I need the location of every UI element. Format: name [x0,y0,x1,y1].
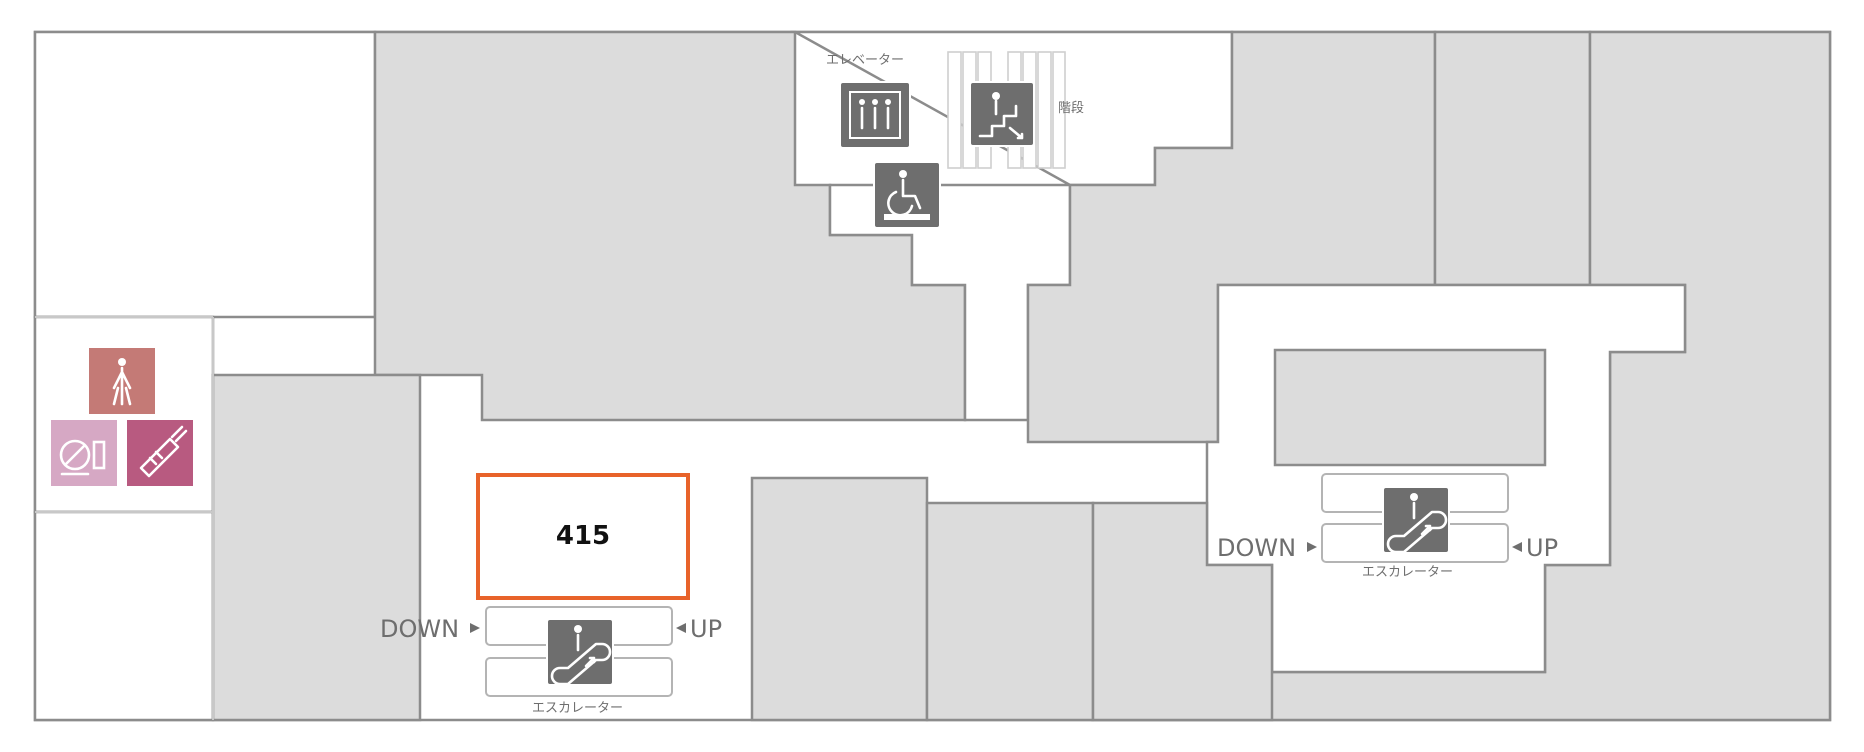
powder-room-icon[interactable] [51,420,117,486]
stairs-label: 階段 [1058,101,1084,116]
escalator-right-label: エスカレーター [1362,565,1453,580]
shop-415-highlight[interactable] [476,473,690,600]
restroom-icon[interactable] [89,348,155,414]
elevator-label: エレベーター [826,53,904,68]
shop-bottom-1[interactable] [750,476,929,722]
restroom-area-dividers [35,316,214,720]
baby-bottle-icon[interactable] [127,420,193,486]
escalator-right-up-label: UP [1526,534,1558,562]
shop-bottom-3[interactable] [1091,501,1274,722]
escalator-icon-right[interactable] [1382,486,1450,554]
shop-right-inner[interactable] [1273,348,1547,467]
shop-415-number: 415 [556,521,610,551]
escalator-icon[interactable] [546,618,614,686]
escalator-left-up-label: UP [690,615,722,643]
escalator-left-up-arrow [676,623,686,633]
escalator-right-up-arrow [1512,542,1522,552]
accessible-restroom-icon[interactable] [873,161,941,229]
escalator-left-down-label: DOWN [380,615,459,643]
escalator-left-label: エスカレーター [532,701,623,716]
stairs-icon[interactable] [969,81,1035,147]
area-top-left [33,30,377,319]
escalator-left-down-arrow [470,623,480,633]
escalator-right-down-arrow [1307,542,1317,552]
escalator-right-down-label: DOWN [1217,534,1296,562]
shop-top-right-2[interactable] [1433,30,1592,287]
shop-bottom-2[interactable] [925,501,1095,722]
area-left-bottom [33,510,215,722]
elevator-icon[interactable] [839,81,911,149]
shop-left[interactable] [211,373,422,722]
